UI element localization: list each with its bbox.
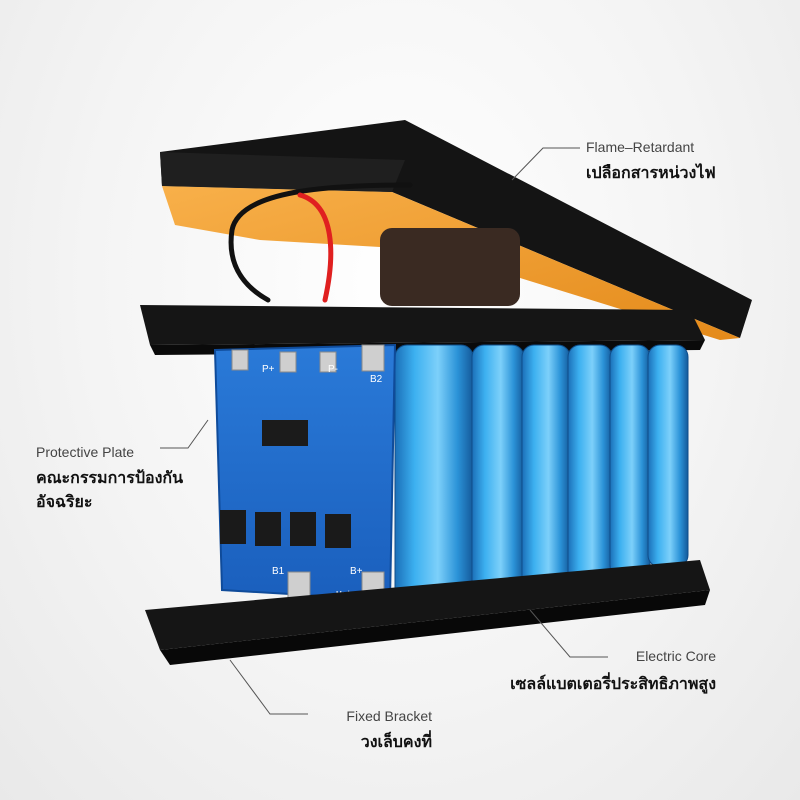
callout-flame-th: เปลือกสารหน่วงไฟ: [586, 165, 716, 182]
battery-cell: [521, 344, 571, 596]
lead-wires: [228, 182, 413, 303]
flame-retardant-lid: [160, 120, 752, 340]
pcb-label-b1: B1: [272, 566, 285, 577]
leader-bracket: [229, 659, 308, 715]
pcb-mosfets: [220, 510, 351, 548]
callout-leader-lines: [160, 147, 608, 715]
callout-fixed-bracket: Fixed Bracket วงเล็บคงที่: [300, 707, 432, 755]
pcb-chip: [262, 420, 308, 446]
battery-cell: [567, 344, 613, 586]
callout-core-en: Electric Core: [635, 648, 716, 664]
callout-electric-core: Electric Core เซลล์แบตเตอรี่ประสิทธิภาพส…: [472, 647, 716, 697]
protective-plate-pcb: P+ P- B2 B1 B+ Mark: [213, 343, 397, 607]
pcb-label-b2: B2: [370, 374, 383, 385]
callout-protective-th: คณะกรรมการป้องกันอัจฉริยะ: [36, 470, 184, 511]
callout-protective-en: Protective Plate: [36, 444, 135, 460]
callout-flame-en: Flame–Retardant: [586, 139, 695, 155]
foam-pad: [380, 228, 520, 306]
leader-flame: [511, 147, 580, 181]
callout-flame-retardant: Flame–Retardant เปลือกสารหน่วงไฟ: [586, 138, 716, 186]
battery-cell: [471, 344, 525, 606]
battery-cell: [609, 344, 651, 578]
pcb-label-p-plus: P+: [262, 364, 275, 375]
fixed-bracket: [145, 560, 710, 665]
battery-cell: [394, 344, 474, 616]
battery-cell: [647, 344, 689, 568]
callout-bracket-en: Fixed Bracket: [346, 708, 432, 724]
electric-core-cells: [394, 344, 689, 616]
callout-bracket-th: วงเล็บคงที่: [360, 734, 432, 751]
callout-protective-plate: Protective Plate คณะกรรมการป้องกันอัจฉริ…: [36, 443, 186, 515]
pcb-label-b-plus: B+: [350, 566, 363, 577]
pcb-label-p-minus: P-: [328, 364, 338, 375]
leader-protective: [160, 419, 209, 449]
leader-core: [529, 609, 608, 658]
callout-core-th: เซลล์แบตเตอรี่ประสิทธิภาพสูง: [510, 676, 716, 693]
